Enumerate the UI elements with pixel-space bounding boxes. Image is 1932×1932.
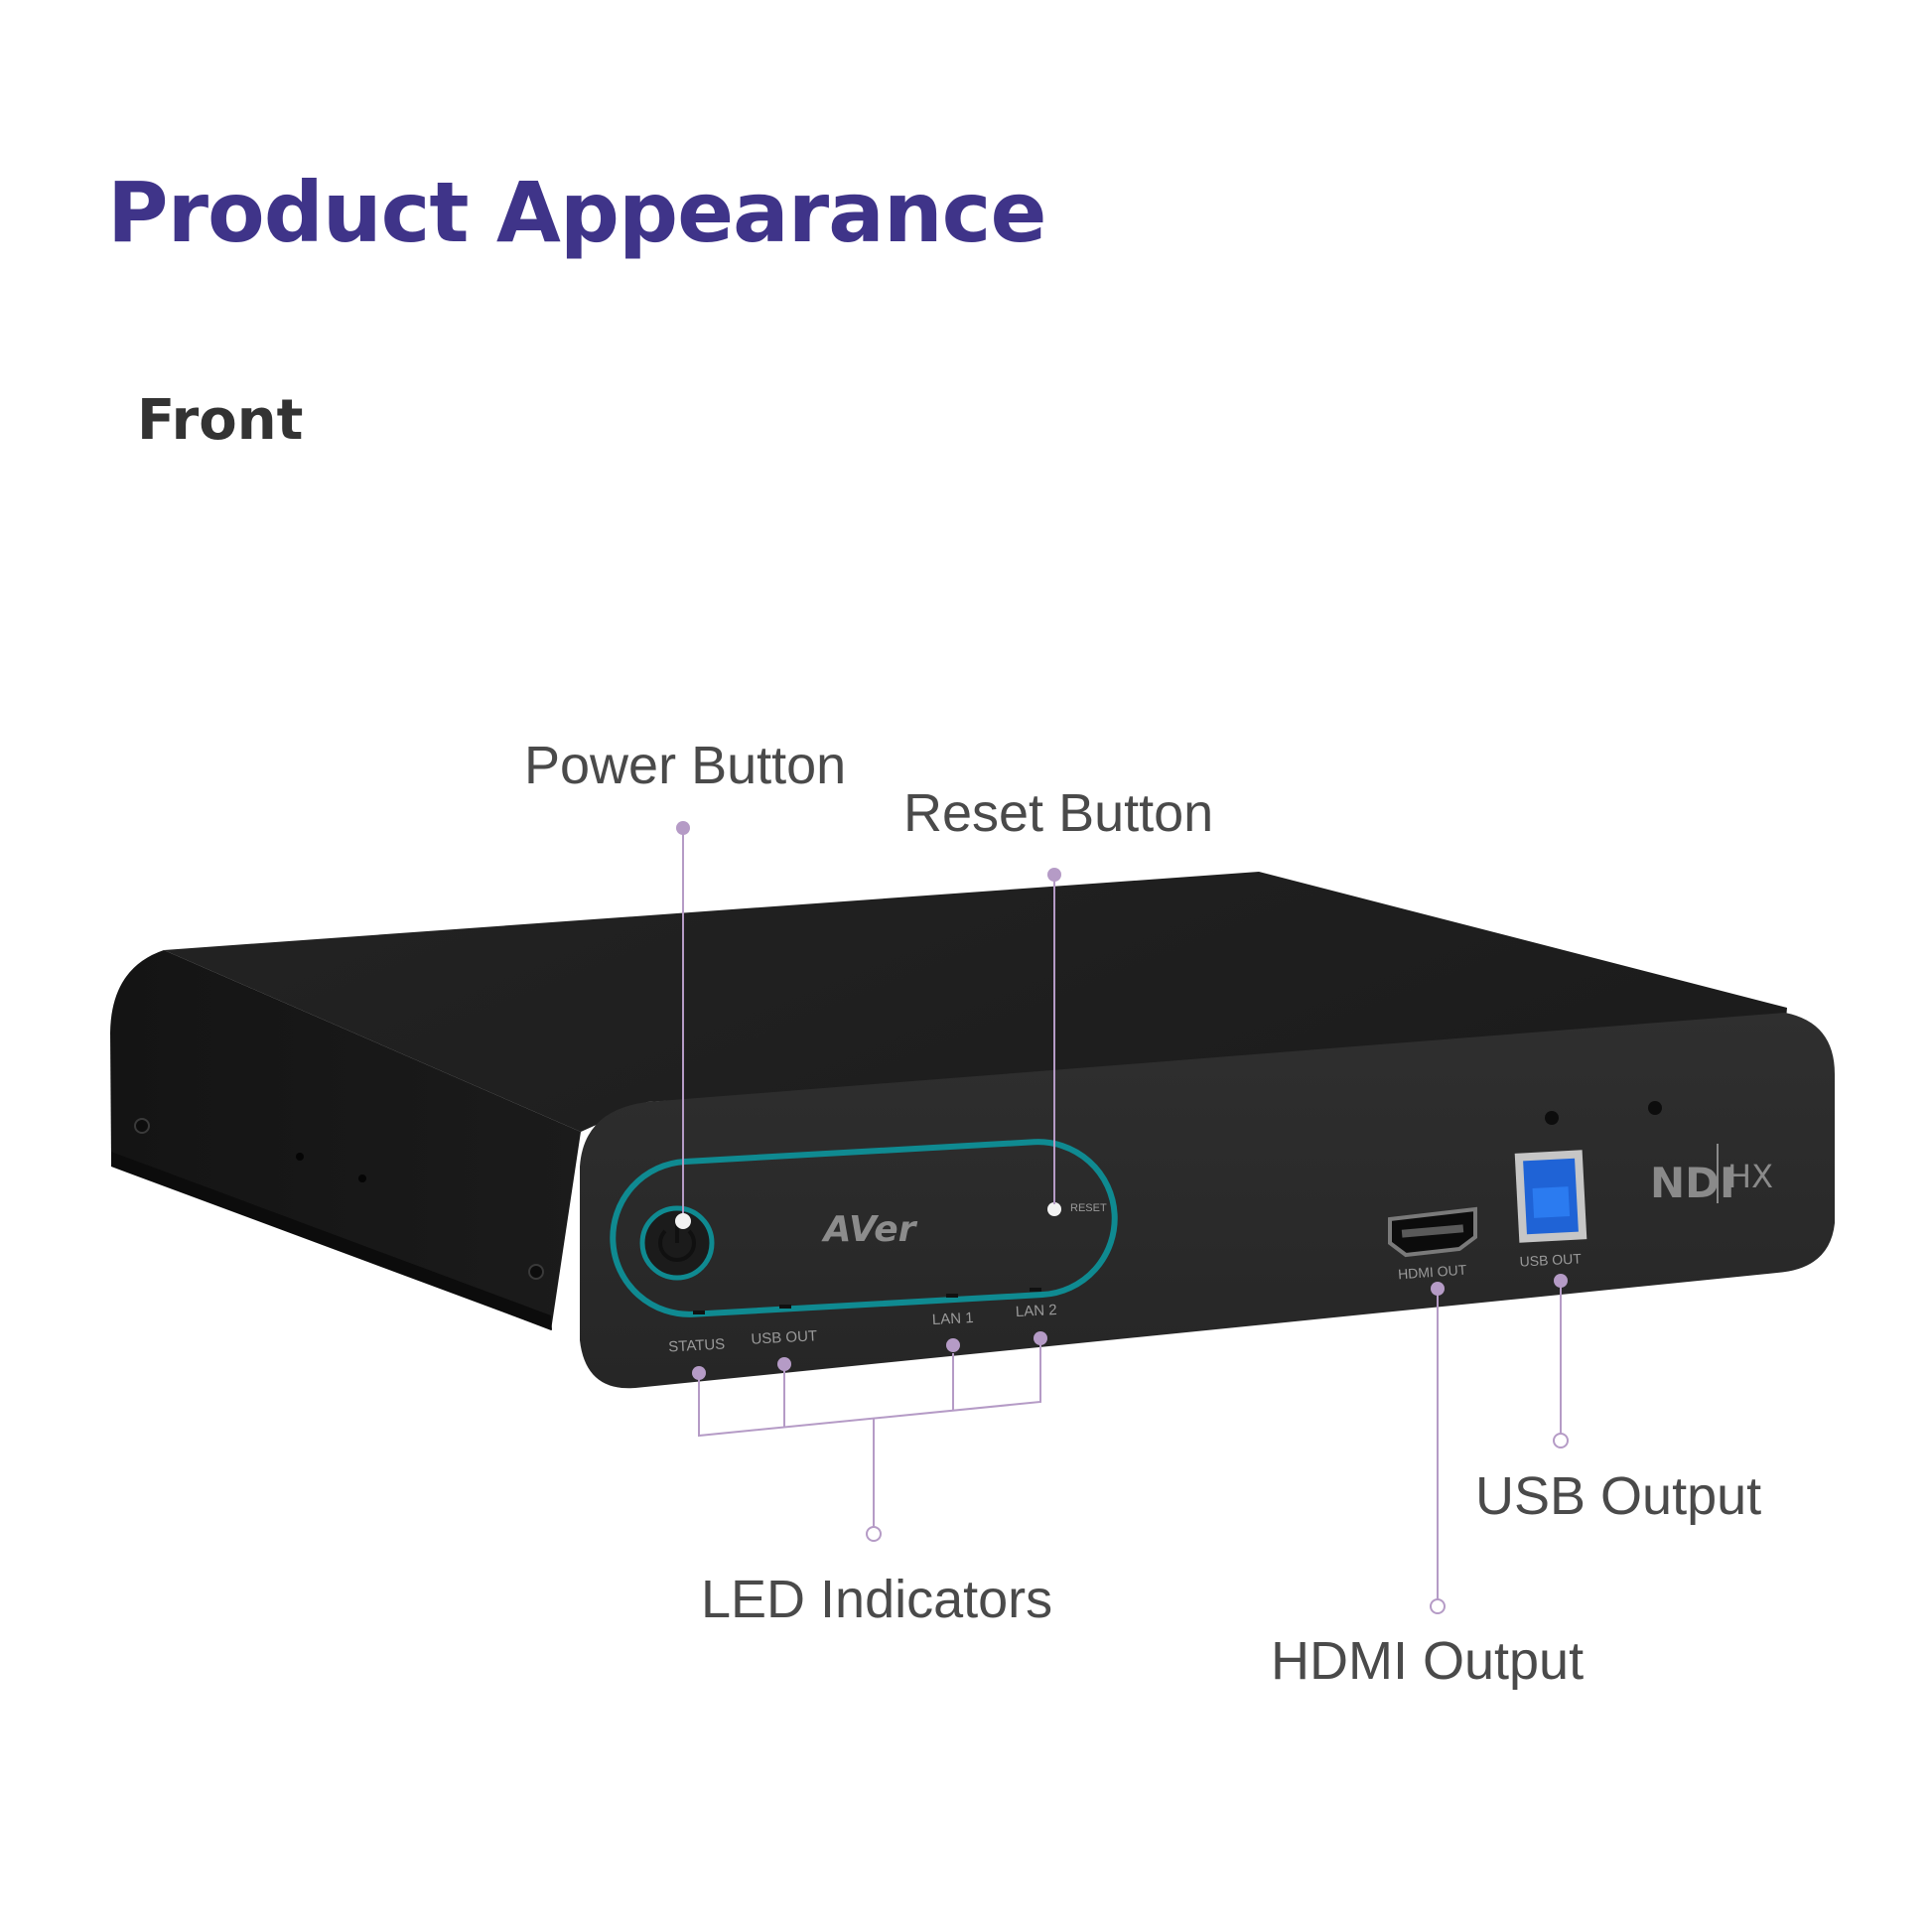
usb-port[interactable] — [1514, 1150, 1587, 1243]
callout-dot-hdmi — [1431, 1282, 1445, 1296]
led-indicator — [693, 1311, 705, 1314]
callout-dot-led — [692, 1366, 706, 1380]
vent-hole — [296, 1153, 304, 1161]
usb-port-label: USB OUT — [1519, 1250, 1582, 1269]
callout-hdmi-output: HDMI Output — [1271, 1631, 1585, 1691]
led-label-usb-out: USB OUT — [751, 1327, 817, 1347]
callout-dot-led — [1034, 1331, 1047, 1345]
callout-endpoint-led — [866, 1526, 882, 1542]
led-label-status: STATUS — [668, 1336, 726, 1356]
hx-logo: HX — [1727, 1158, 1773, 1195]
led-strip — [693, 1288, 1041, 1314]
led-label-lan2: LAN 2 — [1015, 1302, 1057, 1320]
callout-usb-output: USB Output — [1475, 1466, 1762, 1526]
page-title: Product Appearance — [107, 164, 1046, 261]
callout-endpoints — [675, 1213, 1569, 1614]
led-label-lan1: LAN 1 — [931, 1310, 974, 1328]
reset-button[interactable] — [1047, 1202, 1061, 1216]
power-button[interactable] — [639, 1205, 715, 1281]
hdmi-port[interactable] — [1388, 1206, 1477, 1258]
reset-port-label: RESET — [1070, 1202, 1107, 1214]
callout-dot-reset — [1047, 868, 1061, 882]
callout-reset-button: Reset Button — [903, 783, 1214, 843]
callout-dot-usb — [1554, 1274, 1568, 1288]
callout-line-led — [698, 1338, 1041, 1438]
front-panel-bezel — [610, 1139, 1118, 1317]
ndi-logo: NDI — [1650, 1159, 1735, 1207]
screw-hole — [1545, 1111, 1559, 1125]
led-indicator — [779, 1305, 791, 1309]
callout-dot-led — [946, 1338, 960, 1352]
callout-endpoint-power — [675, 1213, 691, 1229]
led-indicator — [1030, 1288, 1041, 1292]
callout-lines — [682, 828, 1562, 1604]
screw-hole — [1648, 1101, 1662, 1115]
callout-dot-power — [676, 821, 690, 835]
device-body: AVer RESET STATUS USB OUT LAN 1 LAN 2 HD… — [110, 872, 1835, 1389]
callout-dot-led — [777, 1357, 791, 1371]
section-title-front: Front — [137, 388, 304, 453]
vent-hole — [358, 1174, 366, 1182]
hdmi-port-label: HDMI OUT — [1398, 1262, 1468, 1283]
brand-logo: AVer — [821, 1209, 918, 1250]
callout-endpoint-hdmi — [1430, 1598, 1446, 1614]
device-front-face — [580, 1013, 1835, 1389]
callout-dots — [676, 821, 1568, 1380]
screw-icon — [528, 1264, 544, 1280]
device-top-panel — [164, 872, 1787, 1132]
callout-endpoint-usb — [1553, 1433, 1569, 1449]
screw-icon — [134, 1118, 150, 1134]
power-icon — [658, 1229, 696, 1263]
led-indicator — [946, 1294, 958, 1298]
device-side-panel — [110, 950, 581, 1330]
callout-power-button: Power Button — [524, 736, 847, 795]
callout-led-indicators: LED Indicators — [701, 1570, 1053, 1629]
